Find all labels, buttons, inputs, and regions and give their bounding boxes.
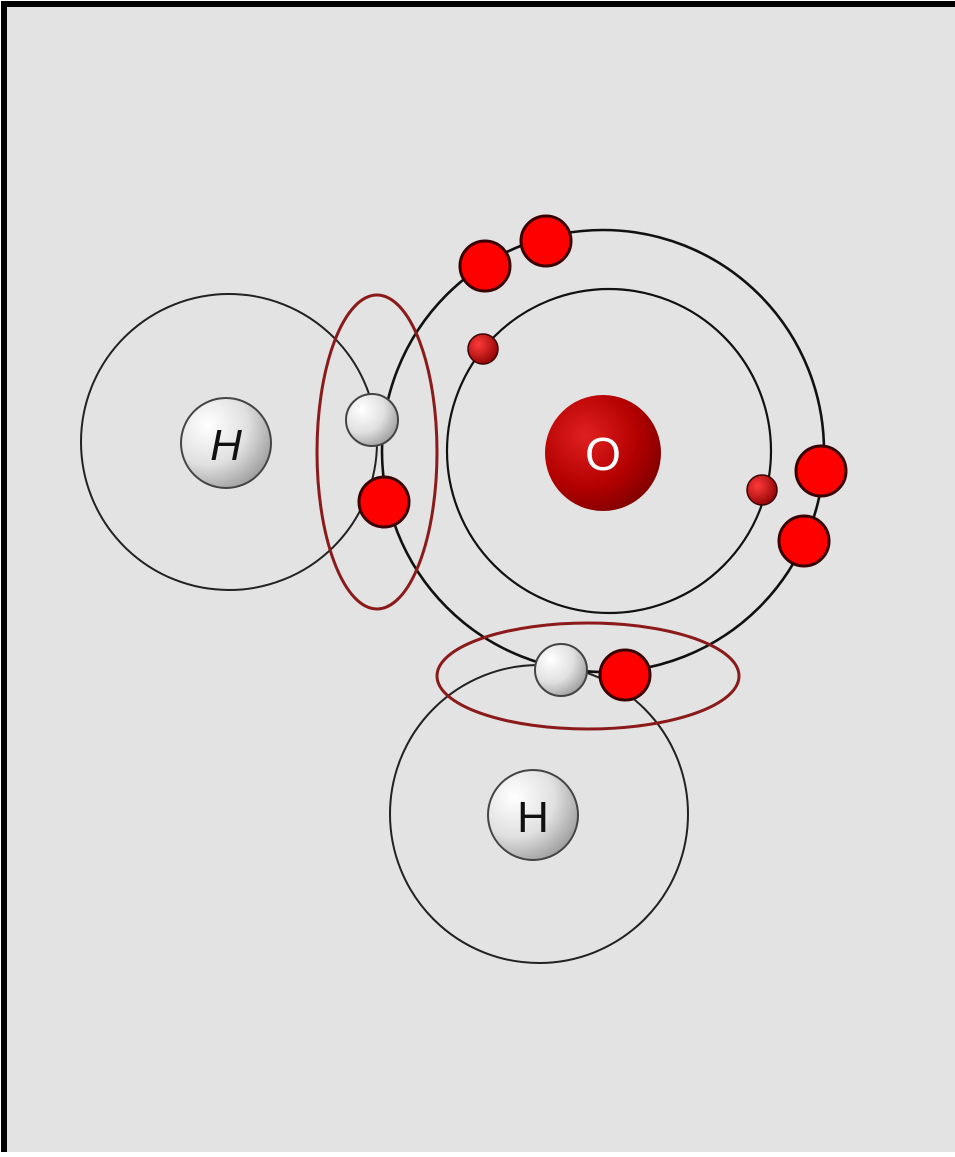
valence-electron bbox=[794, 444, 848, 498]
oxygen-label: O bbox=[585, 428, 621, 480]
valence-electron bbox=[777, 514, 831, 568]
inner-electron bbox=[467, 333, 499, 365]
diagram-background bbox=[4, 4, 955, 1156]
hydrogen-label-bottom: H bbox=[517, 793, 549, 842]
bond-ellipse-bottom bbox=[435, 621, 741, 731]
inner-electron bbox=[746, 474, 778, 506]
hydrogen-electron-shared bbox=[534, 643, 588, 697]
oxygen-inner-shell bbox=[445, 287, 773, 615]
oxygen-nucleus bbox=[545, 395, 661, 511]
hydrogen-nucleus-left bbox=[180, 397, 272, 489]
valence-electron bbox=[458, 239, 512, 293]
hydrogen-label-left: H bbox=[210, 421, 242, 470]
valence-electron bbox=[519, 214, 573, 268]
bond-ellipse-left bbox=[315, 293, 439, 611]
oxygen-electron-shared bbox=[598, 648, 652, 702]
hydrogen-electron-shared bbox=[345, 393, 399, 447]
hydrogen-nucleus-bottom bbox=[487, 769, 579, 861]
oxygen-electron-shared bbox=[357, 475, 411, 529]
